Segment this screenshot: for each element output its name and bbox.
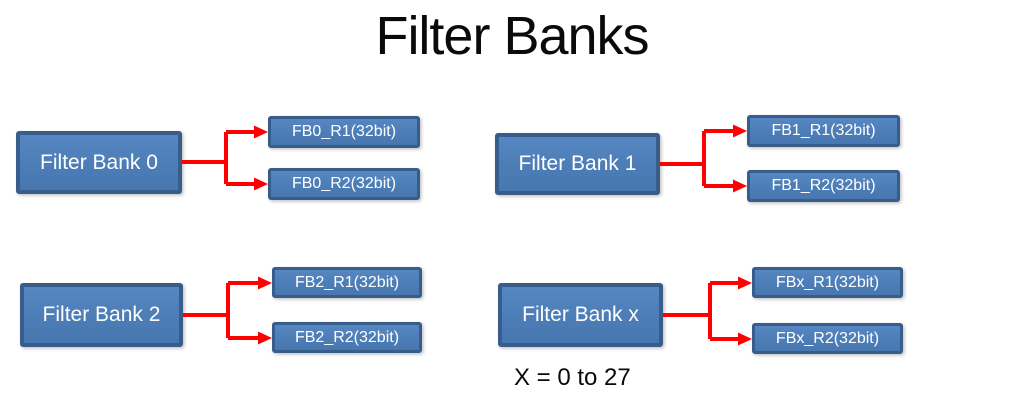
arrow-connector-0 (182, 125, 268, 191)
fb0-r2-register-box: FB0_R2(32bit) (268, 168, 420, 200)
filter-bank-2-box: Filter Bank 2 (20, 283, 183, 347)
filter-bank-x-box: Filter Bank x (498, 283, 663, 347)
filter-bank-1-box: Filter Bank 1 (495, 133, 660, 195)
fb1-r1-register-box: FB1_R1(32bit) (747, 115, 900, 147)
fbx-r1-register-box: FBx_R1(32bit) (752, 267, 903, 298)
slide-title: Filter Banks (375, 6, 649, 66)
fb2-r2-register-box: FB2_R2(32bit) (272, 322, 422, 353)
arrow-connector-1 (660, 124, 747, 193)
fbx-r2-register-box: FBx_R2(32bit) (752, 323, 903, 354)
arrow-connector-2 (183, 276, 272, 345)
fb0-r1-register-box: FB0_R1(32bit) (268, 116, 420, 148)
fb2-r1-register-box: FB2_R1(32bit) (272, 267, 422, 298)
x-range-note: X = 0 to 27 (514, 364, 631, 391)
filter-bank-0-box: Filter Bank 0 (16, 131, 182, 194)
arrow-connector-3 (663, 276, 752, 346)
fb1-r2-register-box: FB1_R2(32bit) (747, 170, 900, 202)
